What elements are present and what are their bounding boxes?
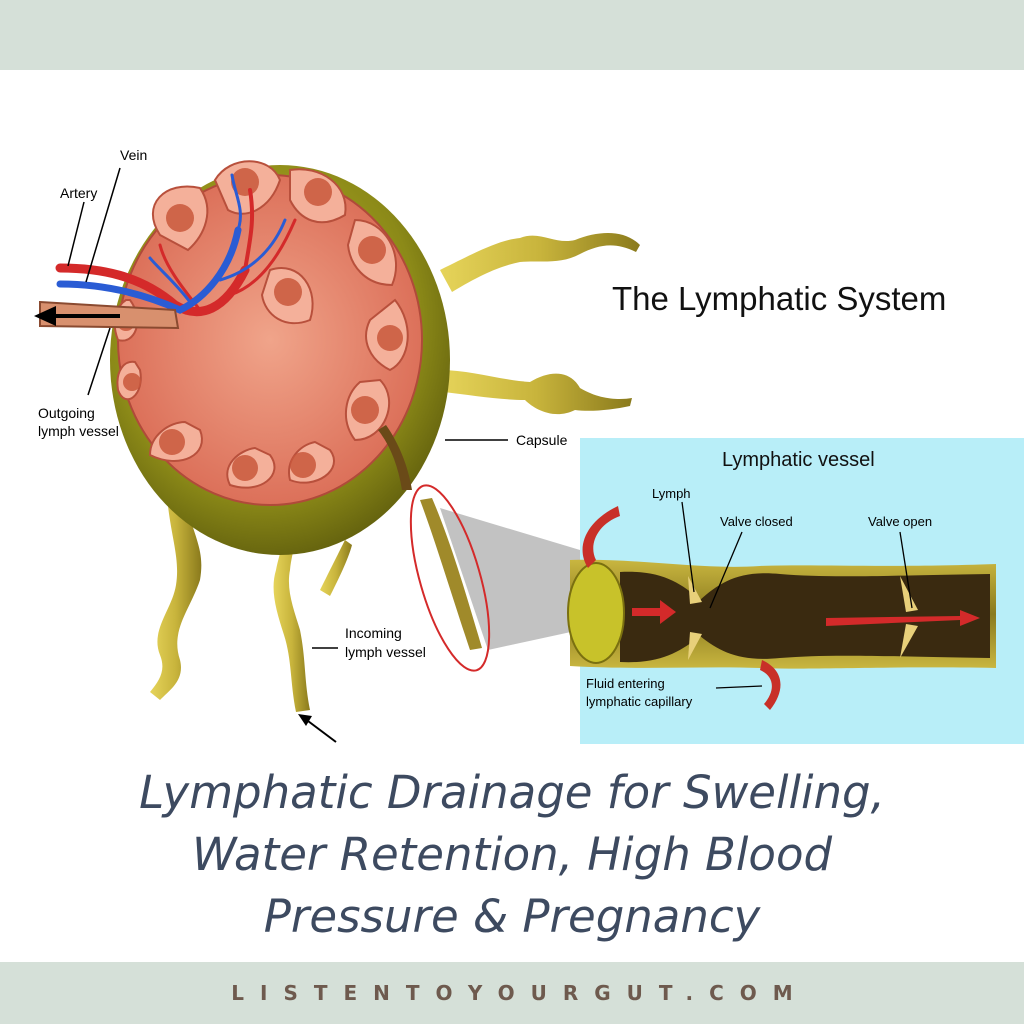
top-band <box>0 0 1024 70</box>
label-lymph: Lymph <box>652 486 691 501</box>
valve-leaflets <box>688 576 918 660</box>
label-capsule: Capsule <box>516 432 568 448</box>
fluid-entry-arrow <box>760 660 781 710</box>
label-valve-closed: Valve closed <box>720 514 793 529</box>
label-fluid-1: Fluid entering <box>586 676 665 691</box>
flow-arrows <box>632 600 980 626</box>
label-valve-open: Valve open <box>868 514 932 529</box>
label-incoming-2: lymph vessel <box>345 644 426 660</box>
blood-vessels <box>55 173 297 317</box>
footer-band: LISTENTOYOURGUT.COM <box>0 962 1024 1024</box>
incoming-vessel-highlight <box>420 498 482 650</box>
lymphatic-diagram: Vein Artery Outgoing lymph vessel Capsul… <box>34 147 1024 744</box>
label-vein: Vein <box>120 147 147 163</box>
label-outgoing-2: lymph vessel <box>38 423 119 439</box>
caption-line-2: Water Retention, High Blood <box>191 828 833 881</box>
footer-site-link[interactable]: LISTENTOYOURGUT.COM <box>231 981 809 1005</box>
outgoing-arrow <box>34 306 120 326</box>
caption-line-3: Pressure & Pregnancy <box>263 890 761 943</box>
label-artery: Artery <box>60 185 97 201</box>
vessel-open-end <box>567 562 625 664</box>
highlight-ellipse <box>409 484 491 672</box>
inset-title: Lymphatic vessel <box>722 449 875 471</box>
label-outgoing-1: Outgoing <box>38 405 95 421</box>
incoming-arrow <box>298 714 337 743</box>
page-caption: Lymphatic Drainage for Swelling, Water R… <box>0 762 1024 957</box>
vessel-lumen <box>620 571 990 663</box>
inset-leader-lines <box>681 501 913 689</box>
leader-lines <box>67 167 508 649</box>
lymph-node-follicles <box>117 168 403 481</box>
diagram-title: The Lymphatic System <box>612 280 946 317</box>
label-incoming-1: Incoming <box>345 625 402 641</box>
label-fluid-2: lymphatic capillary <box>586 694 693 709</box>
caption-line-1: Lymphatic Drainage for Swelling, <box>139 766 885 819</box>
zoom-wedge <box>440 508 580 650</box>
vessel-into-node <box>378 425 412 490</box>
afferent-vessels <box>150 233 640 712</box>
inset-panel: Lymphatic vessel Lymph Valve closed Valv… <box>567 438 1024 744</box>
lymph-entry-arrow <box>582 506 620 568</box>
